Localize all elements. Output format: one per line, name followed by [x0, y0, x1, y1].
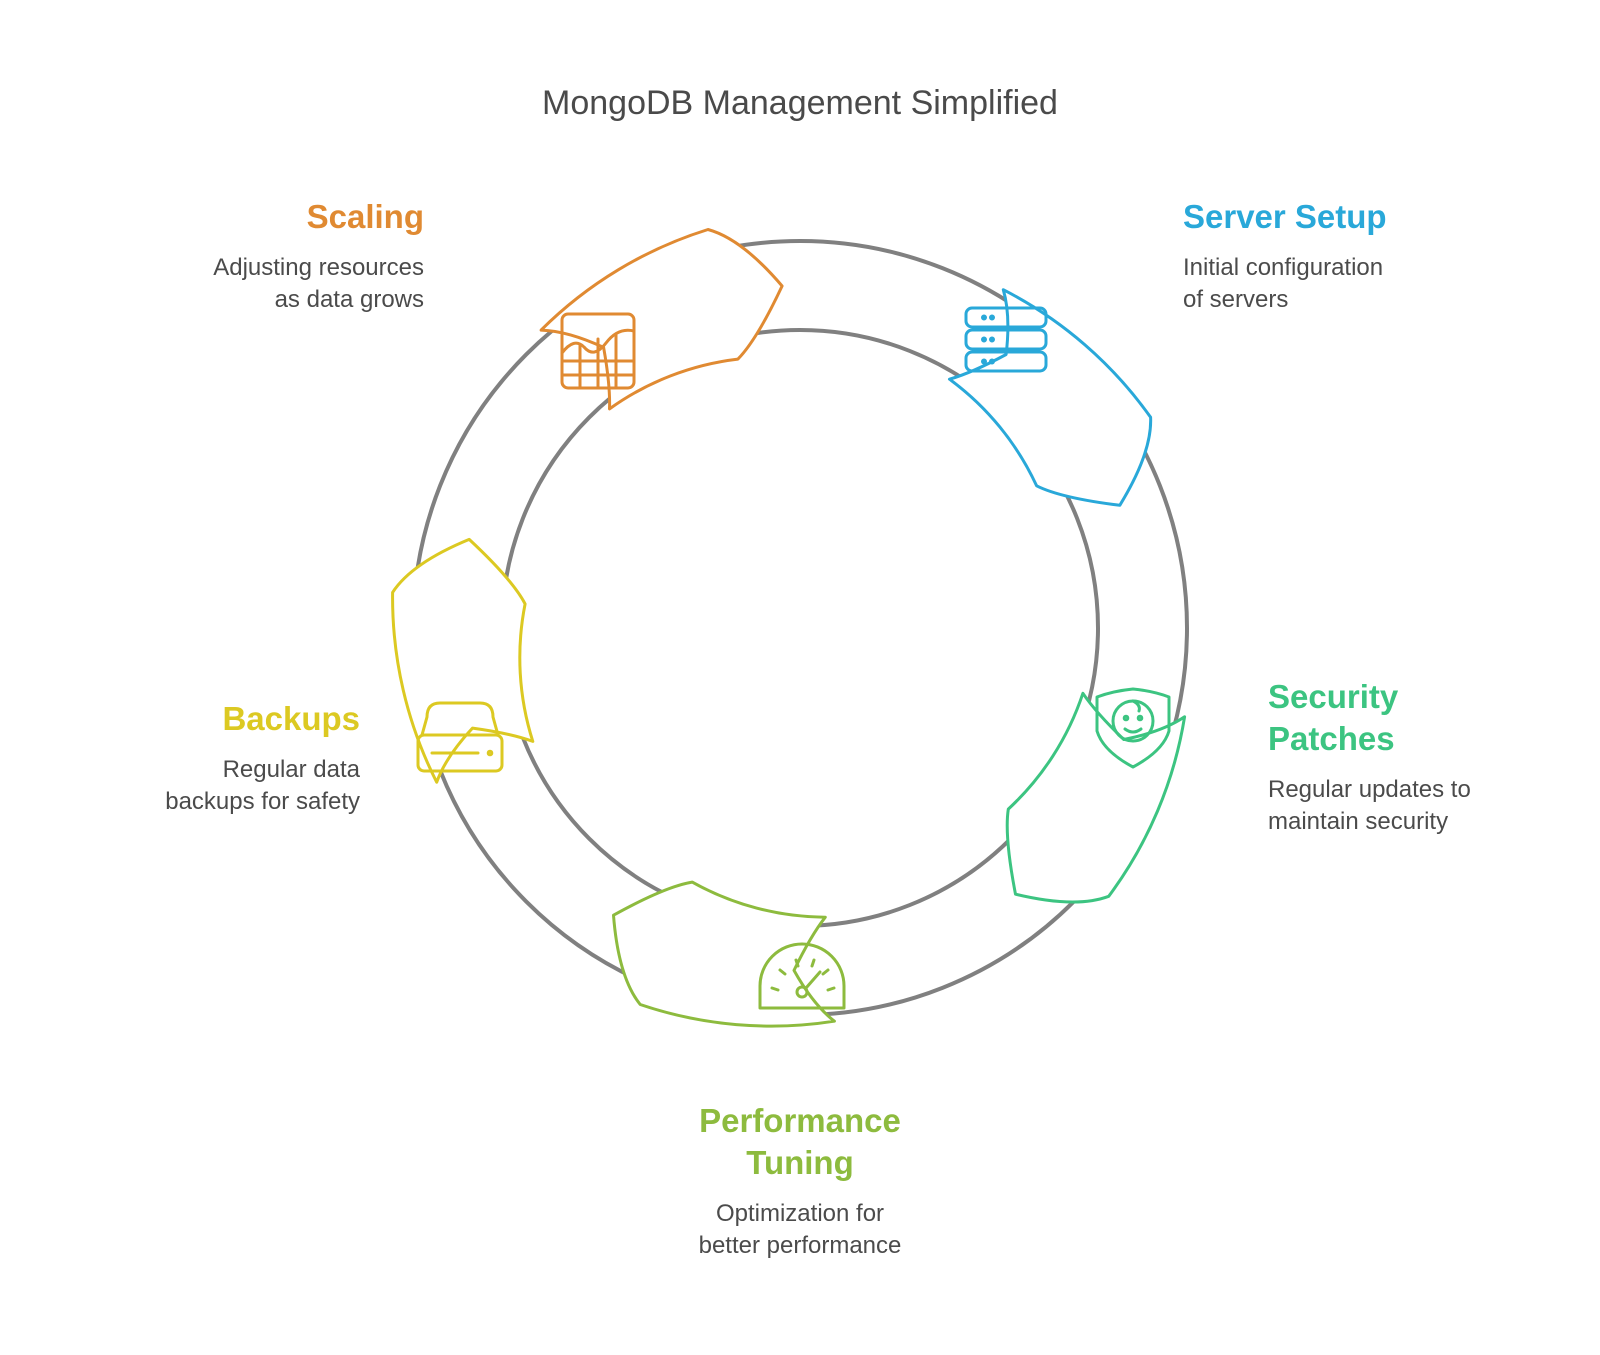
shield-icon — [1095, 687, 1171, 769]
label-security-patches: Security Patches Regular updates to main… — [1268, 676, 1600, 838]
heading-server-setup: Server Setup — [1183, 198, 1387, 235]
label-performance-tuning: Performance Tuning Optimization for bett… — [620, 1100, 980, 1262]
heading-backups: Backups — [222, 700, 360, 737]
label-backups: Backups Regular data backups for safety — [0, 698, 360, 818]
server-rack-icon — [964, 306, 1048, 373]
desc-scaling: Adjusting resources as data grows — [213, 254, 424, 313]
hard-drive-icon — [416, 701, 504, 773]
heading-scaling: Scaling — [306, 198, 424, 235]
label-server-setup: Server Setup Initial configuration of se… — [1183, 196, 1543, 316]
desc-performance-tuning: Optimization for better performance — [698, 1200, 902, 1259]
arrow-segment-backups — [391, 537, 535, 784]
arrow-segment-server-setup — [948, 288, 1153, 507]
desc-backups: Regular data backups for safety — [165, 756, 360, 815]
desc-server-setup: Initial configuration of servers — [1183, 254, 1384, 313]
heading-security-patches: Security Patches — [1268, 678, 1399, 757]
arrow-segment-scaling — [539, 228, 784, 411]
arrow-segment-performance-tuning — [612, 880, 836, 1028]
speedometer-icon — [758, 942, 846, 1010]
chart-grid-icon — [560, 312, 636, 390]
label-scaling: Scaling Adjusting resources as data grow… — [64, 196, 424, 316]
diagram-title: MongoDB Management Simplified — [542, 84, 1058, 122]
desc-security-patches: Regular updates to maintain security — [1268, 776, 1471, 835]
heading-performance-tuning: Performance Tuning — [699, 1102, 901, 1181]
